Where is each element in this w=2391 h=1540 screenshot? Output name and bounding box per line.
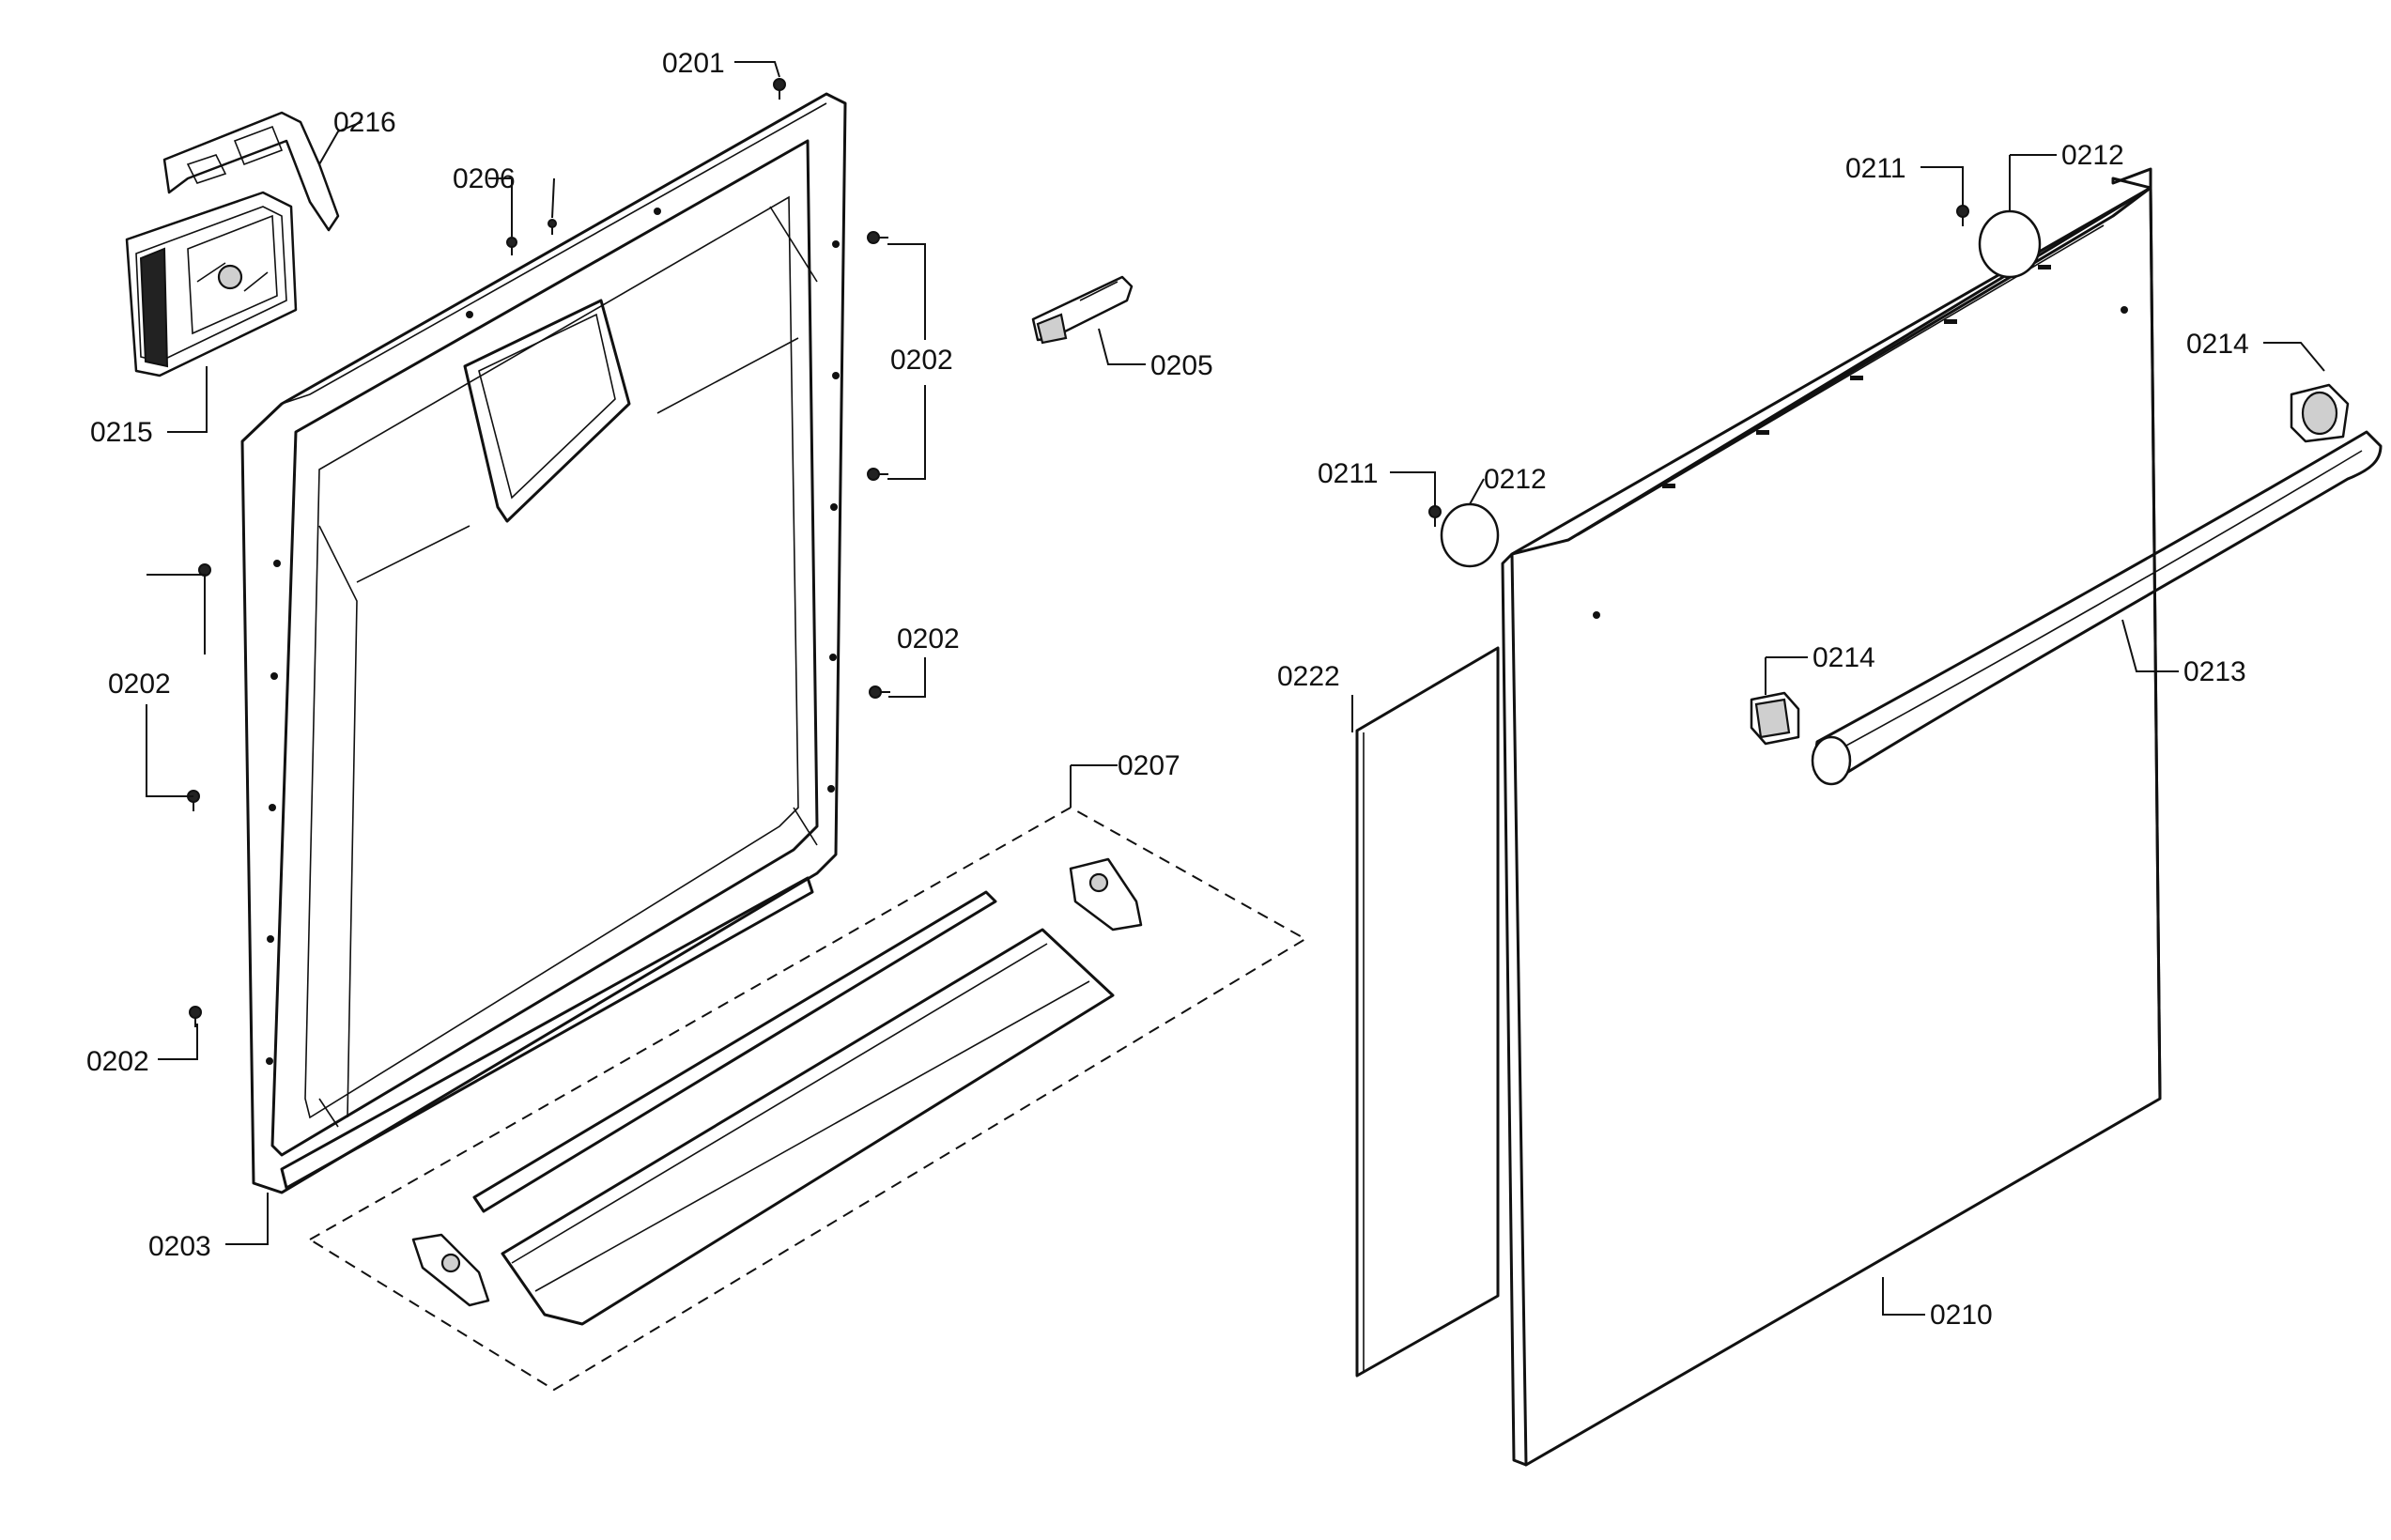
label-0212-mid: 0212 — [1484, 464, 1547, 495]
label-0203: 0203 — [148, 1231, 211, 1262]
screw-0202-bottom — [189, 1006, 202, 1027]
label-0202-left: 0202 — [108, 669, 171, 700]
label-0215: 0215 — [90, 417, 153, 448]
label-0214-mid: 0214 — [1813, 642, 1875, 673]
screw-0202-mid — [869, 685, 890, 699]
screw-0202-top-b — [867, 468, 888, 481]
label-0211-top: 0211 — [1845, 153, 1906, 184]
outer-door-panel — [1501, 167, 2162, 1467]
dispenser-part — [125, 191, 298, 377]
disc-mid — [1440, 502, 1500, 568]
label-0207: 0207 — [1118, 750, 1180, 781]
end-cap-top — [2290, 383, 2350, 443]
screw-0206-a — [506, 237, 517, 255]
label-0202-top: 0202 — [890, 345, 953, 376]
disc-top — [1978, 209, 2042, 279]
label-0201: 0201 — [662, 48, 725, 79]
screw-0211-top — [1956, 205, 1969, 226]
label-0210: 0210 — [1930, 1300, 1993, 1331]
hinge-clip-part — [1031, 275, 1134, 345]
screw-0202-top-a — [867, 231, 888, 244]
screws-left — [187, 78, 890, 1027]
part-labels: 0201 0216 0206 0202 0205 0215 0202 0202 … — [86, 48, 2249, 1331]
thin-panel-part — [1355, 646, 1500, 1378]
label-0205: 0205 — [1150, 350, 1213, 381]
inner-door-frame — [240, 92, 847, 1194]
screw-0206-b — [548, 219, 557, 235]
latch-bracket-part — [162, 111, 340, 232]
screw-0201 — [773, 78, 786, 100]
end-cap-mid — [1750, 691, 1800, 746]
label-0216: 0216 — [333, 107, 396, 138]
label-0211-mid: 0211 — [1318, 458, 1379, 489]
screw-0211-mid — [1428, 505, 1442, 527]
screw-0202-left-b — [187, 790, 200, 811]
label-0222: 0222 — [1277, 661, 1340, 692]
label-0202-bottom: 0202 — [86, 1046, 149, 1077]
label-0206: 0206 — [453, 163, 516, 194]
leader-lines — [146, 61, 2325, 1316]
bottom-kit-group — [308, 806, 1307, 1392]
label-0213: 0213 — [2183, 656, 2246, 687]
label-0212-top: 0212 — [2061, 140, 2124, 171]
label-0214-top: 0214 — [2186, 329, 2249, 360]
handle-bar-part — [1811, 430, 2383, 786]
label-0202-mid: 0202 — [897, 624, 960, 654]
